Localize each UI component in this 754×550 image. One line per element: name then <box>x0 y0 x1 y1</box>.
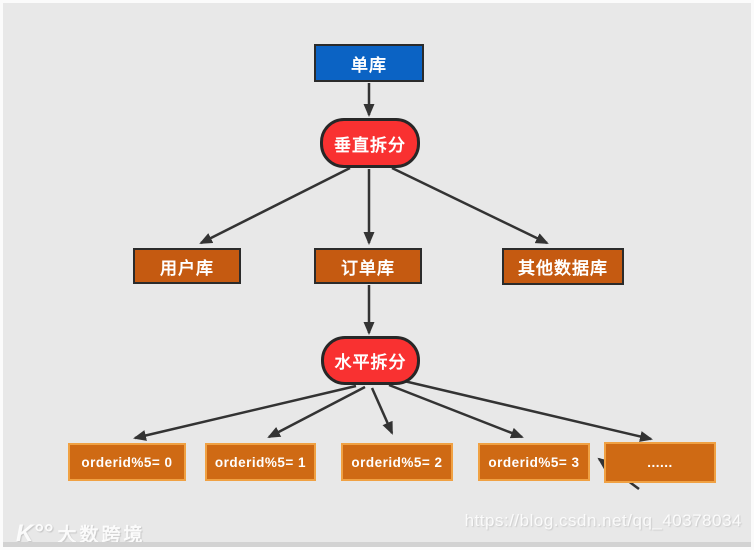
arrow-horizontal-to-shardmore <box>403 379 653 442</box>
arrow-horizontal-to-shard2 <box>370 387 394 435</box>
node-shard-3: orderid%5= 3 <box>478 443 590 481</box>
node-vertical-split: 垂直拆分 <box>320 118 420 168</box>
node-single-db: 单库 <box>314 44 424 82</box>
arrow-horizontal-to-shard1 <box>267 385 366 439</box>
arrow-vertical-to-user <box>199 166 351 245</box>
watermark-left-logo-icon: K°° <box>16 519 53 547</box>
diagram-arrows <box>133 83 653 490</box>
node-shard-0: orderid%5= 0 <box>68 443 186 481</box>
node-order-db: 订单库 <box>314 248 422 284</box>
watermark-left: K°° 大数跨境 <box>16 520 146 547</box>
watermark-url: https://blog.csdn.net/qq_40378034 <box>464 511 742 530</box>
node-shard-2: orderid%5= 2 <box>341 443 453 481</box>
node-shard-more: ...... <box>604 442 716 483</box>
watermark-left-text: 大数跨境 <box>57 525 146 546</box>
arrow-vertical-to-other <box>391 166 549 245</box>
arrow-horizontal-to-shard0 <box>133 384 357 441</box>
arrow-horizontal-to-shard3 <box>388 383 524 439</box>
bottom-edge-strip <box>3 542 751 547</box>
node-user-db: 用户库 <box>133 248 241 284</box>
node-other-db: 其他数据库 <box>502 248 624 285</box>
node-horizontal-split: 水平拆分 <box>321 336 420 385</box>
node-shard-1: orderid%5= 1 <box>205 443 316 481</box>
